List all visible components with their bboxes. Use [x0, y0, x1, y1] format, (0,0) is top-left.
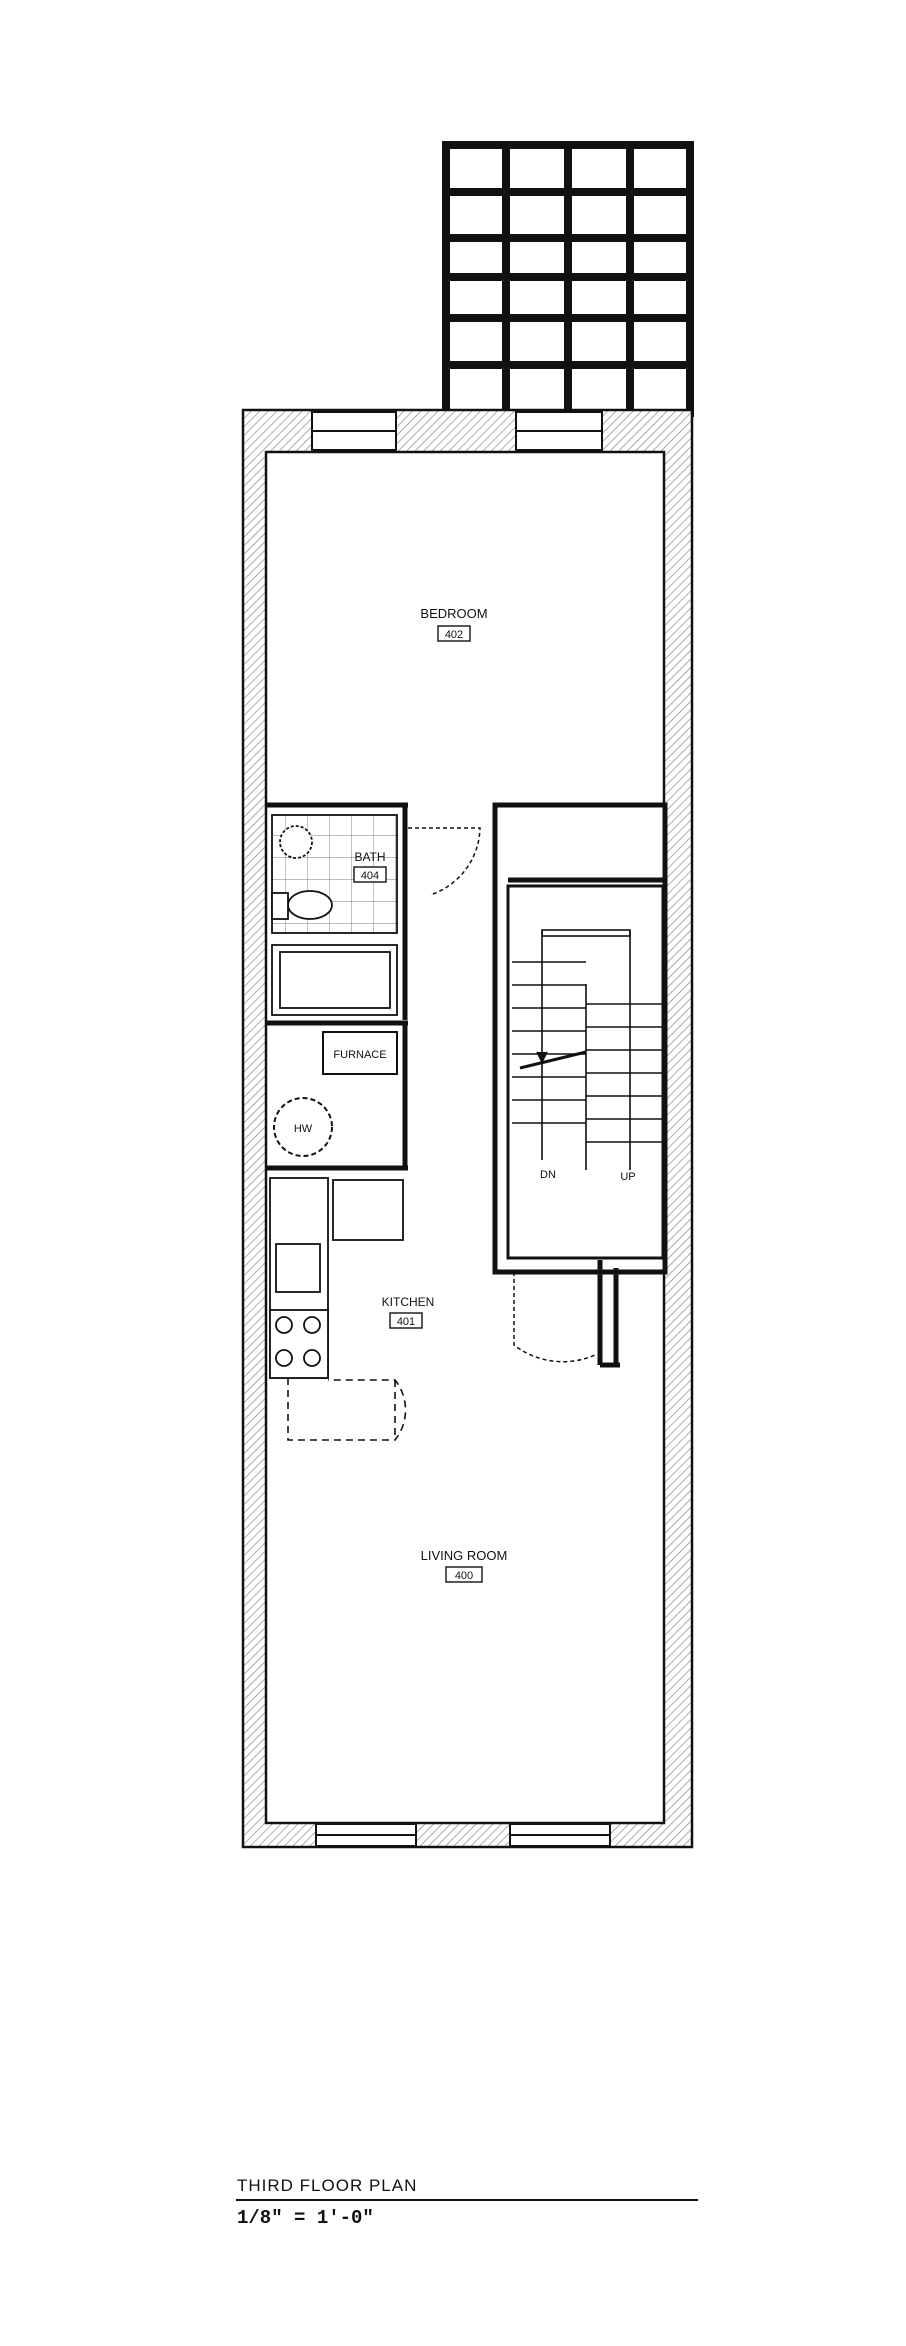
drawing-scale: 1/8" = 1'-0": [237, 2207, 374, 2229]
title-underline: [236, 2199, 698, 2201]
windows: [311, 411, 611, 1847]
kitchen-fixtures: [269, 1177, 407, 1441]
stair-treads: [512, 929, 662, 1170]
room-label-bedroom: BEDROOM: [420, 606, 487, 621]
room-label-living: LIVING ROOM: [421, 1548, 508, 1563]
room-number-bedroom: 402: [445, 629, 463, 641]
stair-label-down: DN: [540, 1169, 556, 1181]
bath-fixtures: [271, 814, 398, 1016]
furnace-room: [273, 1031, 406, 1165]
room-number-bath: 404: [361, 870, 379, 882]
interior-walls: [266, 802, 668, 1368]
stair-door-swing: [513, 1272, 596, 1363]
room-labels: BEDROOM 402 BATH 404 FURNACE HW DN UP KI…: [294, 606, 636, 1583]
room-label-kitchen: KITCHEN: [382, 1295, 435, 1309]
room-label-bath: BATH: [354, 850, 385, 864]
rear-deck-grate: [442, 141, 694, 417]
room-number-kitchen: 401: [397, 1316, 415, 1328]
room-number-living: 400: [455, 1570, 473, 1582]
exterior-walls: [241, 408, 694, 1849]
label-furnace: FURNACE: [333, 1049, 386, 1061]
label-water-heater: HW: [294, 1123, 313, 1135]
stair-label-up: UP: [620, 1171, 635, 1183]
bath-door-swing: [408, 827, 481, 896]
drawing-title: THIRD FLOOR PLAN: [237, 2176, 418, 2195]
